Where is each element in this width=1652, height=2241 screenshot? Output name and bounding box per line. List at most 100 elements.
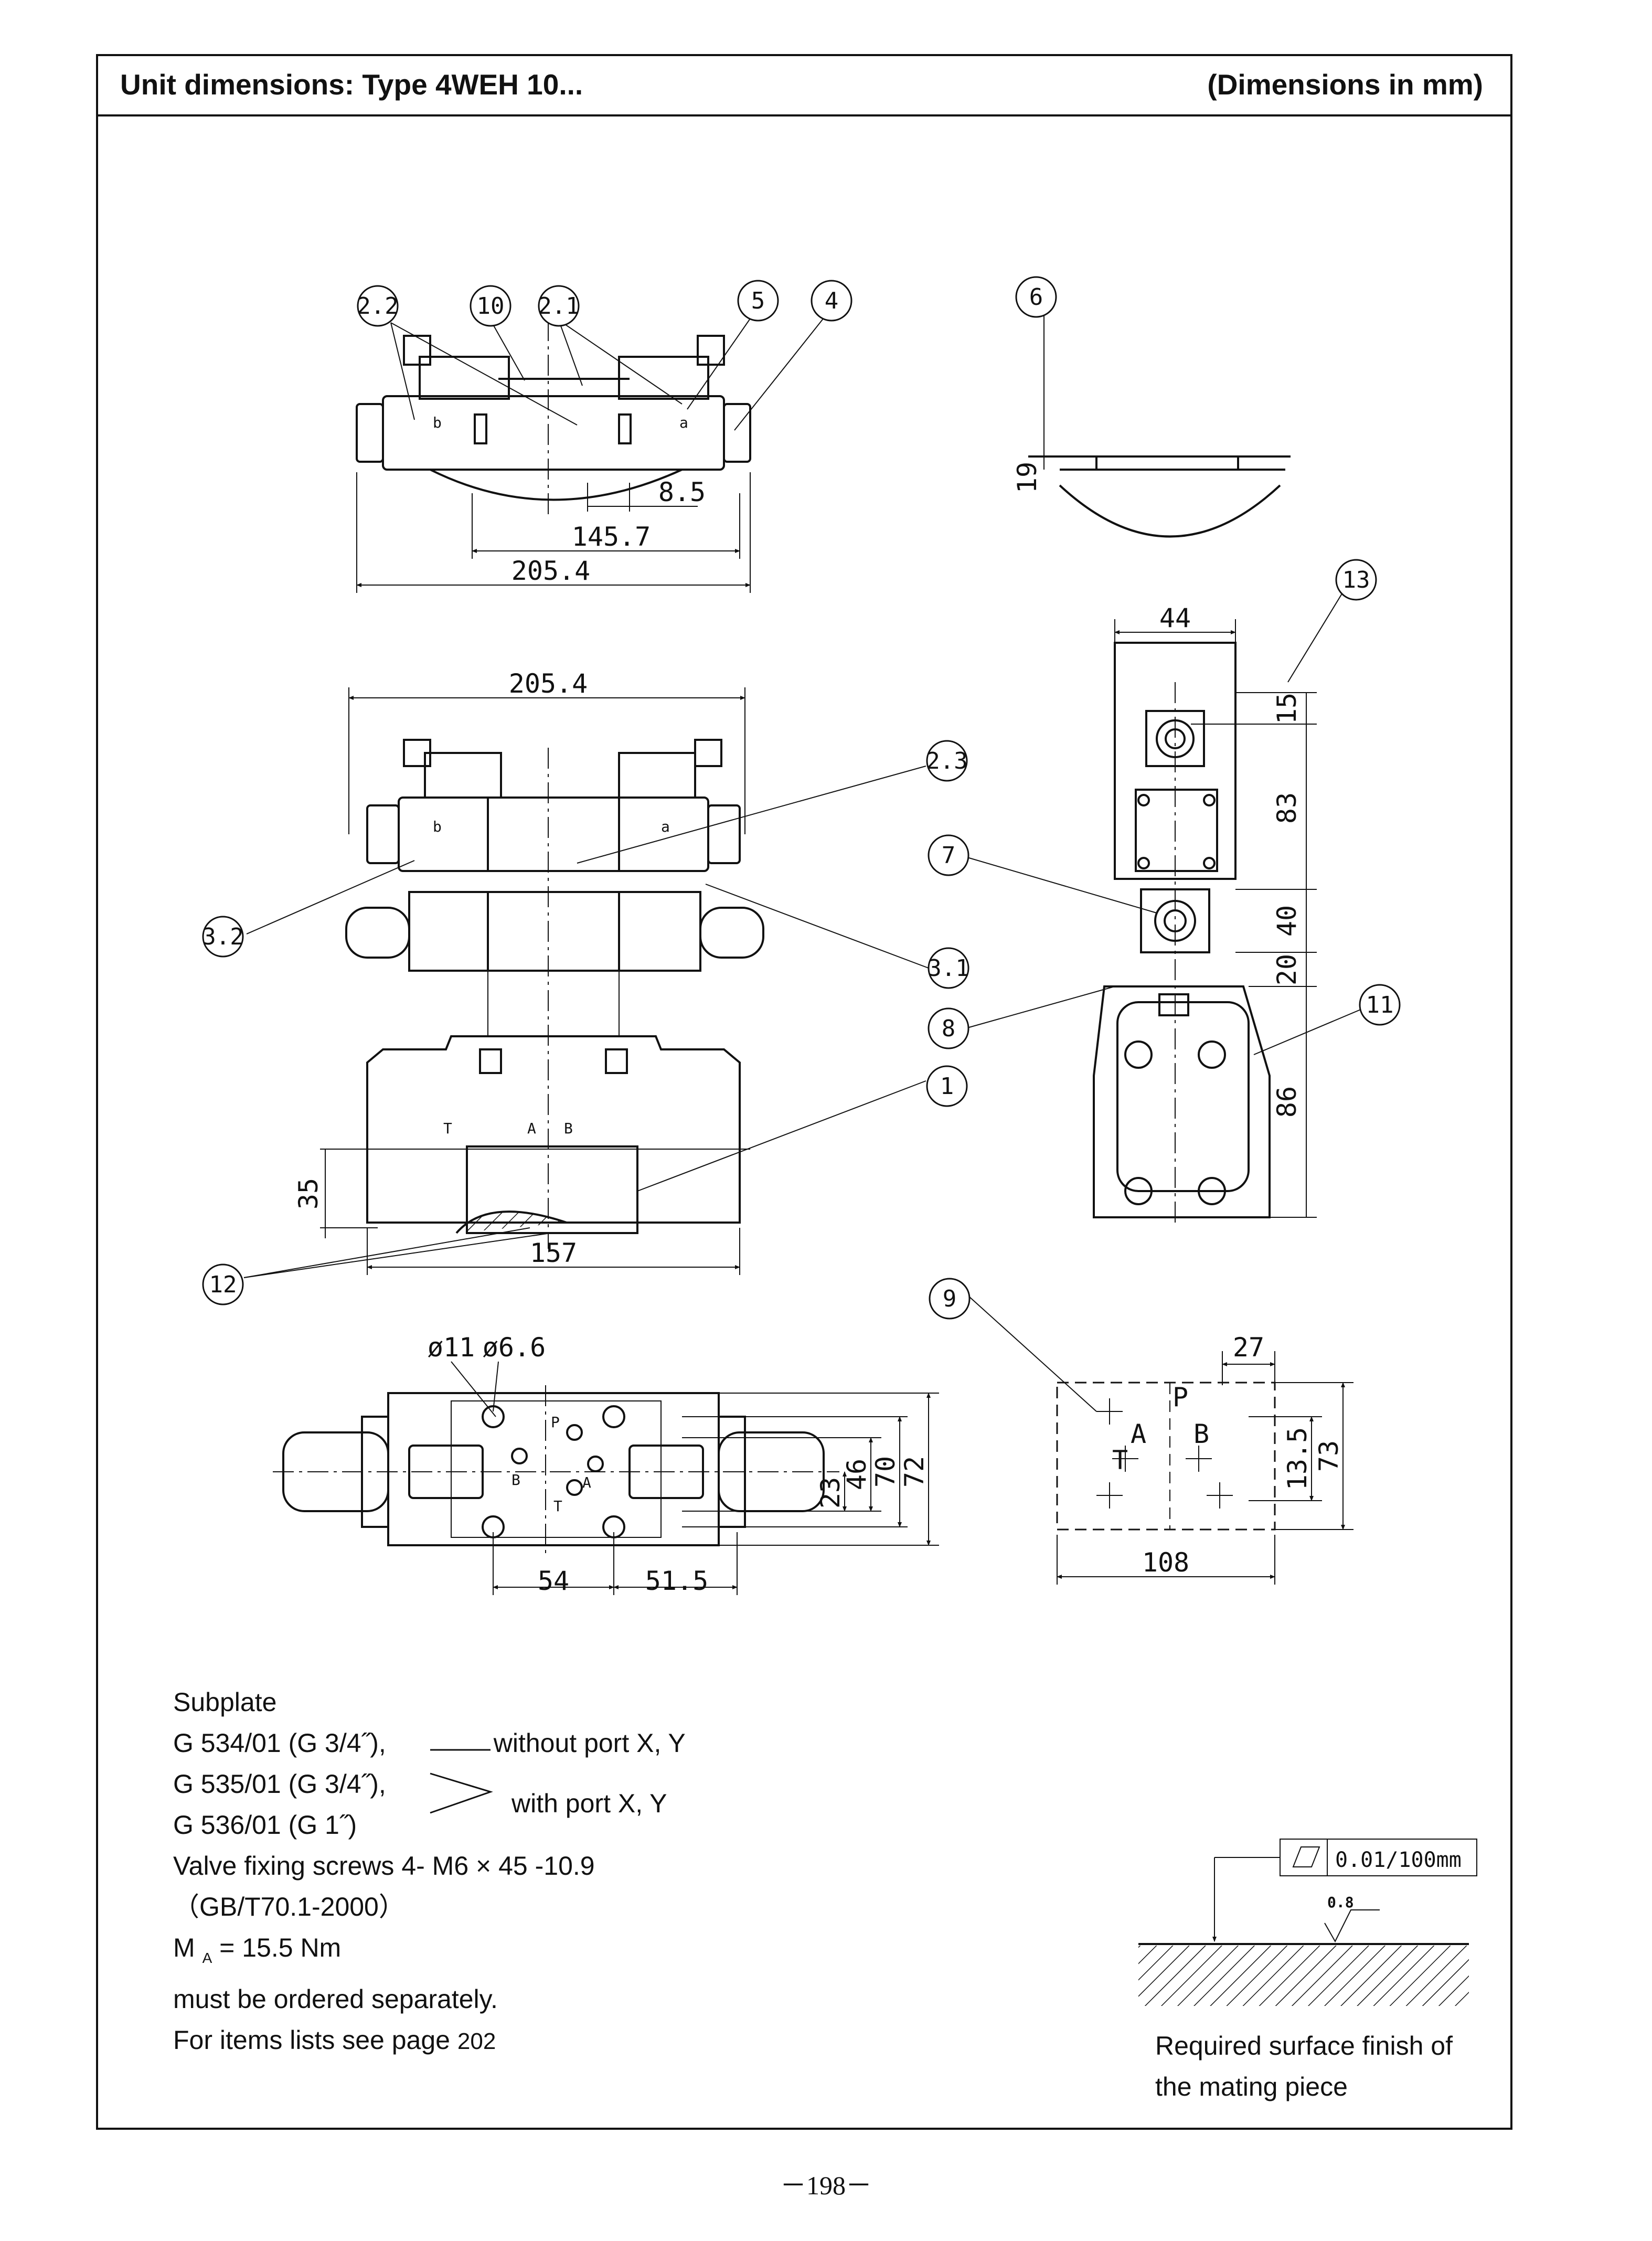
dim-text: 83 (1272, 792, 1302, 824)
port-letter: A (527, 1120, 536, 1137)
dim-text: 145.7 (572, 522, 651, 552)
subplate-heading: Subplate (173, 1687, 277, 1717)
dim-text: ø6.6 (483, 1332, 546, 1363)
header-bar: Unit dimensions: Type 4WEH 10... (Dimens… (98, 56, 1510, 116)
port-letter: P (551, 1414, 560, 1431)
balloon-label: 5 (751, 288, 765, 314)
detail-6-view (1028, 315, 1291, 538)
port-letter: T (553, 1497, 562, 1515)
dim-text: 20 (1272, 954, 1302, 985)
coil-letter: b (433, 414, 442, 431)
side-view-valve (960, 587, 1372, 1223)
balloon-6 (1015, 276, 1057, 318)
roughness-value: 0.8 (1327, 1894, 1354, 1911)
balloon-8 (928, 1007, 969, 1049)
dim-text: 46 (841, 1459, 872, 1490)
balloon-label: 2.2 (357, 293, 398, 320)
order-note: must be ordered separately. (173, 1984, 498, 2014)
port-letter: P (1173, 1382, 1188, 1412)
dim-text: 23 (815, 1477, 846, 1509)
balloon-7 (928, 834, 969, 876)
bottom-view-valve (273, 1361, 939, 1595)
balloon-label: 11 (1366, 992, 1394, 1018)
balloon-11 (1359, 984, 1401, 1026)
balloon-2-1 (538, 285, 580, 327)
dim-text: 108 (1142, 1547, 1189, 1578)
screws-note: Valve fixing screws 4- M6 × 45 -10.9 (173, 1851, 595, 1881)
page-number: －198－ (780, 2171, 872, 2200)
items-page-link: 202 (457, 2028, 496, 2054)
caption-line-1: Required surface finish of (1155, 2031, 1453, 2061)
port-letter: T (1112, 1445, 1128, 1475)
balloon-label: 3.1 (928, 955, 969, 982)
dim-text: 44 (1159, 603, 1191, 633)
front-view-valve (243, 687, 929, 1278)
caption-line-2: the mating piece (1155, 2072, 1348, 2101)
brace-desc: with port X, Y (511, 1789, 667, 1818)
top-view-valve (356, 314, 827, 593)
balloon-2-3 (926, 740, 968, 782)
dim-text: 13.5 (1282, 1427, 1313, 1490)
dim-text: ø11 (428, 1332, 475, 1363)
port-letter: B (564, 1120, 573, 1137)
port-letter: A (582, 1474, 591, 1491)
dim-text: 27 (1233, 1332, 1264, 1363)
balloon-label: 2.3 (926, 748, 967, 774)
balloon-label: 6 (1029, 284, 1043, 311)
torque-value: = 15.5 Nm (212, 1933, 342, 1962)
balloon-3-1 (928, 947, 969, 989)
balloon-13 (1335, 559, 1377, 601)
balloon-label: 4 (825, 288, 839, 314)
balloon-label: 8 (942, 1015, 956, 1042)
port-letter: B (1193, 1419, 1209, 1449)
dim-text: 205.4 (509, 668, 588, 699)
balloon-3-2 (202, 916, 244, 958)
balloon-1 (926, 1065, 968, 1107)
subplate-code: G 536/01 (G 1˝) (173, 1810, 357, 1840)
dim-text: 15 (1272, 693, 1302, 724)
balloon-label: 10 (477, 293, 505, 320)
dim-text: 157 (530, 1238, 577, 1268)
subplate-line-1: G 534/01 (G 3/4˝), without port X, Y (173, 1723, 686, 1764)
balloon-label: 13 (1342, 567, 1370, 593)
dim-text: 205.4 (511, 556, 591, 586)
balloon-2-2 (357, 285, 399, 327)
standard-note: （GB/T70.1-2000） (173, 1892, 405, 1921)
subplate-line-3: G 536/01 (G 1˝) (173, 1804, 686, 1845)
notes-block: Subplate G 534/01 (G 3/4˝), without port … (173, 1682, 686, 2062)
units-note: (Dimensions in mm) (1207, 68, 1483, 101)
balloon-label: 2.1 (538, 293, 579, 320)
dim-text: 73 (1314, 1440, 1344, 1472)
dim-text: 86 (1272, 1086, 1302, 1118)
dim-text: 40 (1272, 905, 1302, 937)
torque-subscript: A (202, 1950, 212, 1966)
port-letter: B (511, 1471, 520, 1489)
coil-letter: a (679, 414, 688, 431)
torque-note: M A = 15.5 Nm (173, 1927, 686, 1979)
flatness-value: 0.01/100mm (1335, 1848, 1462, 1872)
balloon-4 (811, 280, 852, 322)
balloon-label: 1 (940, 1073, 954, 1100)
torque-symbol: M (173, 1933, 195, 1962)
balloon-9 (929, 1278, 971, 1320)
dim-text: 35 (293, 1178, 324, 1209)
balloon-10 (470, 285, 511, 327)
coil-letter: a (661, 818, 670, 835)
balloon-12 (202, 1263, 244, 1305)
subplate-detail-view (962, 1290, 1353, 1585)
subplate-desc: without port X, Y (493, 1728, 686, 1758)
port-letter: A (1131, 1419, 1146, 1449)
port-letter: T (443, 1120, 452, 1137)
dim-text: 54 (538, 1566, 569, 1596)
notes-brace (430, 1772, 493, 1814)
balloon-label: 9 (943, 1286, 957, 1312)
subplate-code: G 534/01 (G 3/4˝), (173, 1728, 386, 1758)
dim-text: 72 (899, 1456, 930, 1488)
items-note: For items lists see page 202 (173, 2020, 686, 2062)
dim-text: 70 (870, 1456, 901, 1488)
surface-finish-symbol (1138, 1839, 1477, 2006)
page-frame: Unit dimensions: Type 4WEH 10... (Dimens… (96, 54, 1512, 2130)
balloon-label: 3.2 (202, 923, 243, 950)
page-title: Unit dimensions: Type 4WEH 10... (120, 68, 583, 101)
